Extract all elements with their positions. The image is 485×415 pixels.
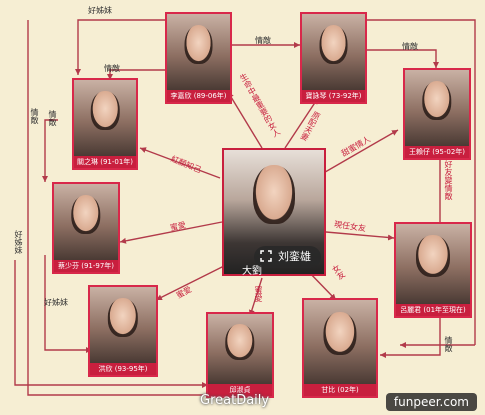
label-love-rival-left: 情敵 xyxy=(30,108,39,124)
portrait-photo xyxy=(54,184,118,260)
portrait-photo xyxy=(208,314,272,384)
node-li: 李嘉欣 (89-06年) xyxy=(165,12,232,104)
label-good-sisters-cai: 好姊妹 xyxy=(44,298,68,307)
label-love-rival-gan: 情敵 xyxy=(444,336,453,352)
label-love-rival-right: 情敵 xyxy=(402,42,418,51)
line-left-cai-hong xyxy=(44,255,92,353)
node-caption: 邱淑貞 xyxy=(208,384,272,396)
portrait-photo xyxy=(90,287,156,363)
person-name-tag[interactable]: 刘銮雄 xyxy=(254,246,321,268)
node-caption: 王賴仔 (95-02年) xyxy=(405,146,469,158)
label-love-rival-guan: 情敵 xyxy=(104,64,120,73)
line-tao-right-down xyxy=(367,19,476,345)
label-love-xu: 蜜愛 xyxy=(254,286,263,302)
node-guan: 關之琳 (91-01年) xyxy=(72,78,138,170)
line-far-left-bottom xyxy=(27,20,236,398)
portrait-photo xyxy=(304,300,376,384)
portrait-photo xyxy=(405,70,469,146)
node-wang: 王賴仔 (95-02年) xyxy=(403,68,471,160)
node-tao: 寶詠琴 (73-92年) xyxy=(300,12,367,104)
watermark-greatdaily: GreatDaily xyxy=(200,393,270,408)
node-caption: 呂麗君 (01年至現在) xyxy=(396,304,470,316)
label-good-sisters-left: 好姊妹 xyxy=(14,230,23,254)
node-gan: 甘比 (02年) xyxy=(302,298,378,398)
line-center-tao xyxy=(284,97,319,149)
node-caption: 蔡少芬 (91-97年) xyxy=(54,260,118,272)
node-xu: 邱淑貞 xyxy=(206,312,274,398)
label-love-rival-left-2: 情敵 xyxy=(48,110,57,126)
center-caption: 大劉 xyxy=(242,266,262,277)
line-tao-wang xyxy=(367,49,439,68)
line-center-li xyxy=(227,91,263,149)
node-caption: 關之琳 (91-01年) xyxy=(74,156,136,168)
label-good-friend-turn: 好友變情敵 xyxy=(444,160,453,200)
line-center-guan xyxy=(139,147,221,179)
line-center-xu xyxy=(248,277,263,317)
node-cai: 蔡少芬 (91-97年) xyxy=(52,182,120,274)
line-center-cai xyxy=(119,221,223,244)
portrait-photo xyxy=(74,80,136,156)
line-left-cai-xu xyxy=(14,260,208,388)
line-center-lu xyxy=(325,231,395,241)
portrait-photo xyxy=(396,224,470,304)
line-left-guan-cai xyxy=(42,119,58,182)
watermark-funpeer: funpeer.com xyxy=(385,393,477,411)
label-love-rival-top: 情敵 xyxy=(255,36,271,45)
line-center-wang xyxy=(319,129,399,176)
line-center-hong xyxy=(155,261,233,301)
node-caption: 洪欣 (93-95年) xyxy=(90,363,156,375)
node-caption: 李嘉欣 (89-06年) xyxy=(167,90,230,102)
node-caption: 寶詠琴 (73-92年) xyxy=(302,90,365,102)
node-lu: 呂麗君 (01年至現在) xyxy=(394,222,472,318)
line-top-left-loop xyxy=(75,19,165,75)
label-good-sisters-top: 好姊妹 xyxy=(88,6,112,15)
line-li-guan xyxy=(107,69,165,80)
portrait-photo xyxy=(167,14,230,90)
line-lu-gan xyxy=(380,312,441,358)
portrait-photo xyxy=(302,14,365,90)
crop-icon xyxy=(260,250,272,262)
node-caption: 甘比 (02年) xyxy=(304,384,376,396)
node-hong: 洪欣 (93-95年) xyxy=(88,285,158,377)
person-name-text: 刘銮雄 xyxy=(278,250,311,263)
